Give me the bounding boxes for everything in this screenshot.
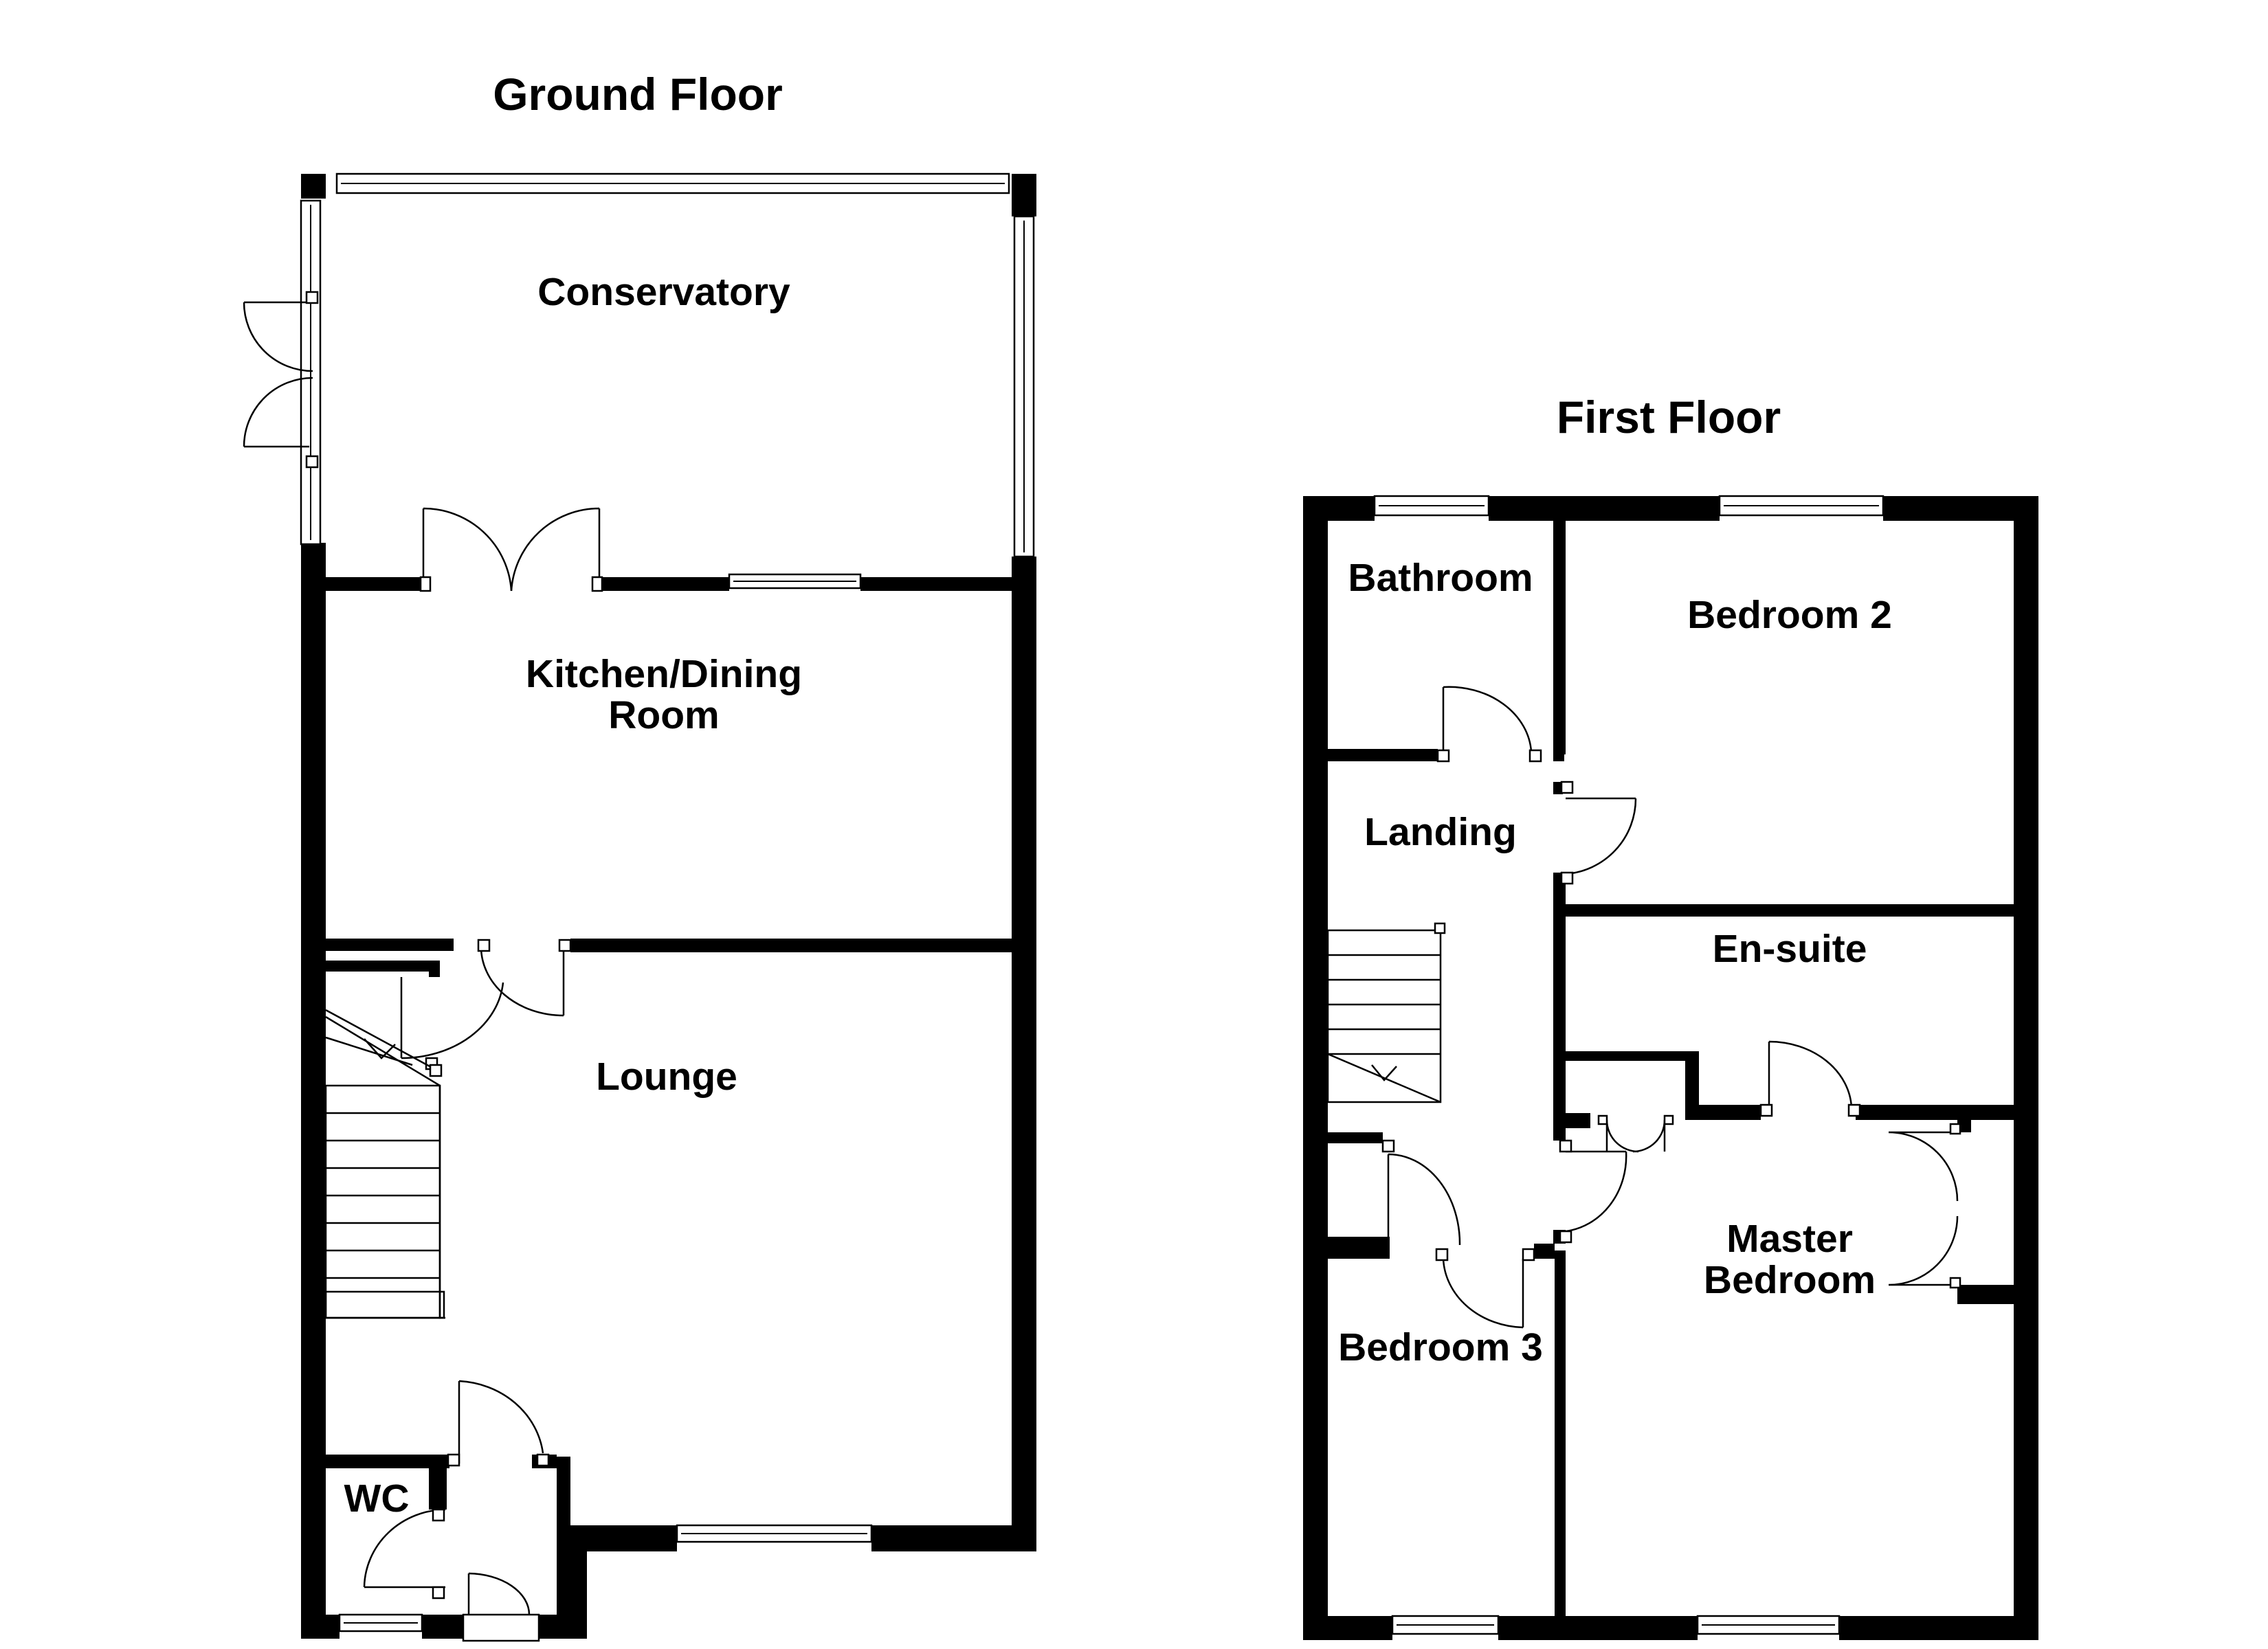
linen-cupboard-doors bbox=[1597, 1114, 1674, 1153]
room-label-en-suite: En-suite bbox=[1713, 927, 1867, 971]
room-label-wc: WC bbox=[344, 1477, 410, 1521]
lounge-door bbox=[477, 939, 572, 1017]
first-floor-title: First Floor bbox=[1557, 392, 1781, 442]
hall-door bbox=[447, 1380, 550, 1467]
first-floor-plan: First Floor bbox=[1303, 392, 2038, 1640]
ground-floor-plan: Ground Floor bbox=[243, 69, 1036, 1642]
front-door bbox=[462, 1572, 540, 1642]
bedroom3-door bbox=[1435, 1248, 1535, 1329]
room-label-master-bedroom: Master bbox=[1726, 1217, 1853, 1261]
ground-floor-labels: Conservatory Kitchen/Dining Room Lounge … bbox=[344, 270, 803, 1521]
room-label-landing: Landing bbox=[1364, 810, 1517, 854]
landing-cupboard-door bbox=[1381, 1139, 1461, 1246]
conservatory-side-doors bbox=[243, 291, 319, 469]
bedroom2-door bbox=[1560, 781, 1637, 885]
wc-door bbox=[363, 1508, 446, 1600]
room-label-bedroom-2: Bedroom 2 bbox=[1687, 593, 1892, 637]
wc-window bbox=[338, 1613, 423, 1633]
bathroom-door bbox=[1436, 686, 1542, 763]
conservatory-left-window bbox=[300, 199, 322, 546]
bedroom3-window bbox=[1391, 1615, 1500, 1635]
conservatory-right-window bbox=[1013, 215, 1035, 558]
bedroom2-window bbox=[1718, 495, 1885, 517]
ground-floor-title: Ground Floor bbox=[493, 69, 783, 120]
room-label-kitchen-dining: Kitchen/Dining bbox=[526, 652, 802, 696]
master-bedroom-door bbox=[1559, 1139, 1627, 1244]
ensuite-door bbox=[1759, 1040, 1861, 1117]
lounge-front-window bbox=[676, 1524, 873, 1543]
kitchen-window bbox=[728, 573, 862, 590]
room-label-bedroom-3: Bedroom 3 bbox=[1338, 1325, 1543, 1369]
conservatory-top-window bbox=[335, 172, 1010, 194]
bathroom-window bbox=[1373, 495, 1490, 517]
room-label-conservatory: Conservatory bbox=[537, 270, 790, 314]
room-label-bathroom: Bathroom bbox=[1348, 556, 1533, 600]
first-floor-windows bbox=[1373, 495, 1885, 1635]
room-label-master-bedroom-line2: Bedroom bbox=[1704, 1258, 1876, 1302]
room-label-kitchen-dining-line2: Room bbox=[608, 693, 719, 737]
ground-floor-walls bbox=[301, 174, 1036, 1639]
ground-floor-windows bbox=[300, 172, 1035, 1633]
ground-floor-staircase bbox=[324, 1009, 445, 1319]
first-floor-labels: Bathroom Bedroom 2 Landing En-suite Mast… bbox=[1338, 556, 1892, 1369]
master-bedroom-window bbox=[1696, 1615, 1841, 1635]
conservatory-french-doors bbox=[419, 507, 603, 592]
master-wardrobe-doors bbox=[1888, 1123, 1961, 1289]
first-floor-walls bbox=[1303, 496, 2038, 1640]
first-floor-staircase bbox=[1326, 922, 1446, 1103]
first-floor-doors bbox=[1381, 686, 1961, 1329]
room-label-lounge: Lounge bbox=[596, 1055, 737, 1099]
under-stairs-cupboard-door bbox=[400, 977, 504, 1070]
ground-floor-doors bbox=[243, 291, 603, 1642]
